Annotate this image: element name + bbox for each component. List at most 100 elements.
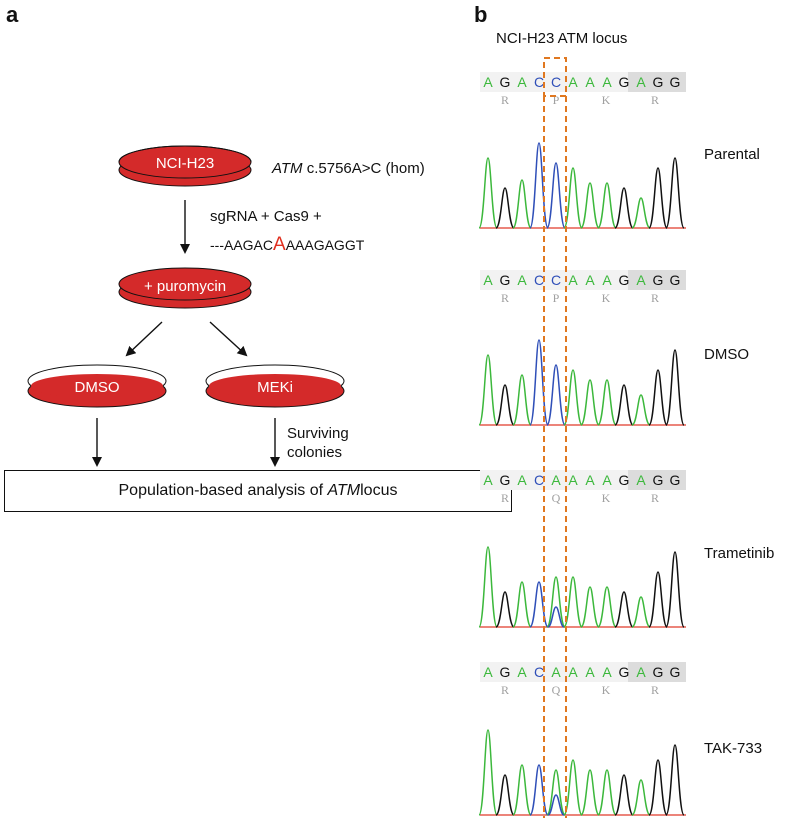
sequence-base: G: [653, 272, 664, 288]
trace-peak: [597, 769, 617, 816]
sequence-base: A: [602, 664, 612, 680]
mutation-text: c.5756A>C (hom): [302, 160, 425, 177]
sequence-base: G: [500, 664, 511, 680]
sequence-base: G: [500, 272, 511, 288]
trace-peak: [614, 384, 634, 426]
sample-label-trametinib: Trametinib: [704, 545, 775, 562]
trace-peak: [665, 551, 685, 628]
amino-acid: R: [501, 491, 509, 505]
locus-title: NCI-H23 ATM locus: [496, 30, 628, 47]
arrow-to-dmso: [125, 321, 163, 357]
mutation-gene: ATM: [272, 160, 303, 177]
trace-peak: [665, 744, 685, 816]
trace-peak: [648, 167, 668, 229]
donor-highlight-base: A: [273, 234, 286, 255]
sequence-base: A: [568, 74, 578, 90]
sequence-base: G: [653, 664, 664, 680]
amino-acid: P: [553, 93, 560, 107]
trace-peak: [546, 162, 566, 229]
trace-secondary-peak: [547, 606, 565, 628]
sequence-base: G: [619, 74, 630, 90]
donor-prefix: ---AAGAC: [210, 237, 273, 253]
analysis-prefix: Population-based analysis of: [118, 482, 324, 499]
amino-acid: Q: [552, 491, 561, 505]
trace-secondary-peak: [547, 794, 565, 816]
trace-peak: [495, 774, 515, 816]
sequence-base: G: [653, 74, 664, 90]
sequence-base: A: [585, 74, 595, 90]
trace-peak: [648, 759, 668, 816]
trace-peak: [512, 179, 532, 229]
trace-peak: [580, 182, 600, 229]
surviving-line1: Surviving: [287, 425, 349, 442]
trace-peak: [495, 384, 515, 426]
trace-peak: [580, 586, 600, 628]
trace-peak: [563, 759, 583, 816]
trace-peak: [580, 379, 600, 426]
dish-meki-label: MEKi: [257, 379, 293, 396]
trace-peak: [478, 546, 498, 628]
dish-puromycin: + puromycin: [118, 267, 252, 309]
trace-peak: [478, 157, 498, 229]
trace-peak: [563, 167, 583, 229]
dish-nci-h23-label: NCI-H23: [156, 155, 214, 172]
sample-label-dmso: DMSO: [704, 346, 749, 363]
highlight-box: [543, 57, 567, 97]
trace-peak: [580, 769, 600, 816]
trace-peak: [478, 354, 498, 426]
sequence-base: A: [568, 272, 578, 288]
trace-peak: [648, 571, 668, 628]
amino-acid: K: [602, 491, 611, 505]
sequence-base: A: [602, 272, 612, 288]
sequence-base: G: [653, 472, 664, 488]
trace-peak: [529, 142, 549, 229]
surviving-line2: colonies: [287, 444, 343, 461]
trace-peak: [529, 339, 549, 426]
sequence-base: A: [568, 664, 578, 680]
sample-label-tak733: TAK-733: [704, 740, 763, 757]
sequence-base: A: [517, 74, 527, 90]
sequence-strip-shade: [628, 270, 686, 290]
trace-peak: [529, 581, 549, 628]
amino-acid: K: [602, 93, 611, 107]
sequence-base: A: [517, 272, 527, 288]
amino-acid: K: [602, 683, 611, 697]
sequence-strip-shade: [628, 470, 686, 490]
amino-acid: R: [651, 291, 659, 305]
panel-letter-b: b: [474, 2, 488, 27]
sequence-base: A: [585, 272, 595, 288]
analysis-box: Population-based analysis of ATM locus: [4, 470, 512, 512]
trace-peak: [546, 364, 566, 426]
trace-peak: [614, 774, 634, 816]
sequence-base: A: [602, 472, 612, 488]
workflow-diagram: NCI-H23 + puromycin DMSO MEKi: [27, 145, 345, 467]
sequence-base: G: [500, 472, 511, 488]
trace-peak: [546, 769, 566, 816]
treatment-annotation: sgRNA + Cas9 +: [210, 208, 322, 225]
amino-acid: R: [501, 291, 509, 305]
trace-peak: [512, 374, 532, 426]
trace-peak: [631, 197, 651, 229]
dish-dmso: DMSO: [27, 364, 167, 408]
trace-peak: [563, 576, 583, 628]
trace-peak: [478, 729, 498, 816]
trace-peak: [512, 581, 532, 628]
sequence-base: G: [670, 272, 681, 288]
trace-peak: [495, 591, 515, 628]
sequence-base: C: [534, 472, 544, 488]
sequence-base: G: [500, 74, 511, 90]
surviving-colonies-annotation: Surviving colonies: [287, 424, 349, 462]
sequence-base: A: [551, 664, 561, 680]
trace-peak: [529, 764, 549, 816]
sequence-base: A: [483, 664, 493, 680]
sequence-base: C: [534, 664, 544, 680]
sequence-base: A: [483, 74, 493, 90]
trace-peak: [631, 596, 651, 628]
sequence-base: G: [619, 664, 630, 680]
trace-peak: [665, 157, 685, 229]
sequence-base: A: [483, 272, 493, 288]
amino-acid: P: [553, 291, 560, 305]
amino-acid: R: [651, 491, 659, 505]
